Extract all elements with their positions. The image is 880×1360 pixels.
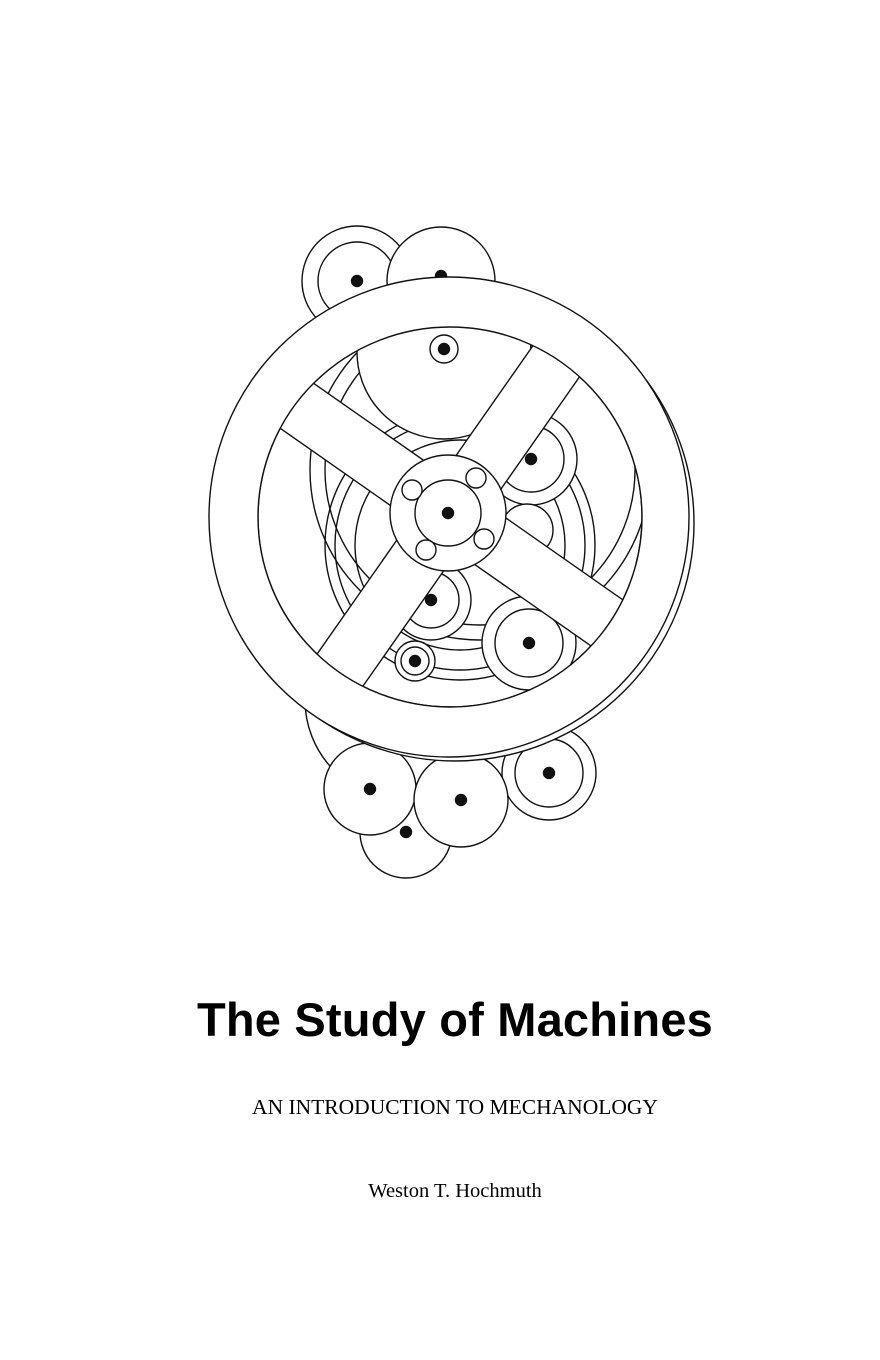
wheel-rim	[209, 277, 689, 757]
hub	[390, 455, 506, 571]
book-author: Weston T. Hochmuth	[368, 1180, 542, 1202]
book-title: The Study of Machines	[196, 993, 714, 1046]
book-subtitle: AN INTRODUCTION TO MECHANOLOGY	[252, 1095, 658, 1119]
gear-mechanism-icon	[0, 0, 880, 900]
